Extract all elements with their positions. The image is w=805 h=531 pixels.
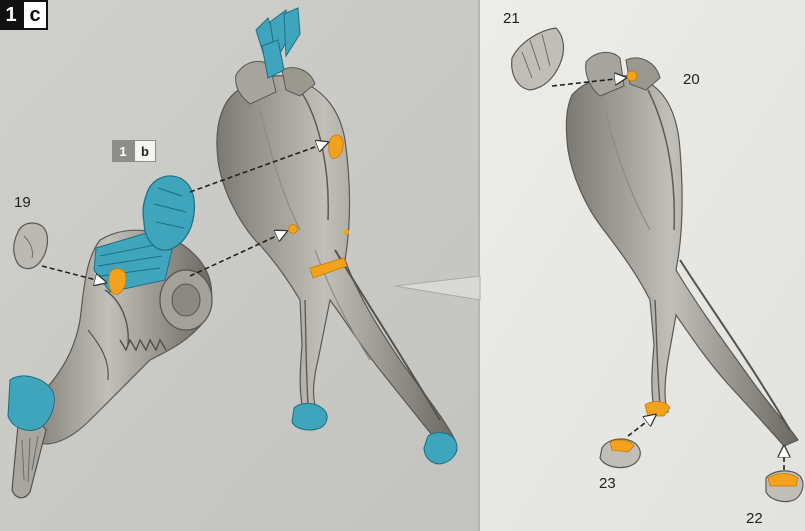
glue-spot-small <box>289 225 298 234</box>
reference-badge-letter: b <box>134 140 156 162</box>
glue-spot-20 <box>627 71 637 81</box>
reference-badge-number: 1 <box>112 140 134 162</box>
glue-spot-side <box>343 229 349 235</box>
callout-22: 22 <box>746 510 763 527</box>
step-badge: 1 c <box>0 0 48 30</box>
part-23 <box>600 439 640 468</box>
callout-20: 20 <box>683 71 700 88</box>
step-badge-number: 1 <box>0 0 22 30</box>
callout-21: 21 <box>503 10 520 27</box>
callout-19: 19 <box>14 194 31 211</box>
part-22 <box>766 471 803 502</box>
callout-23: 23 <box>599 475 616 492</box>
step-badge-letter: c <box>22 0 48 30</box>
foot-cyan-left <box>292 404 327 431</box>
reference-badge: 1 b <box>112 140 156 162</box>
